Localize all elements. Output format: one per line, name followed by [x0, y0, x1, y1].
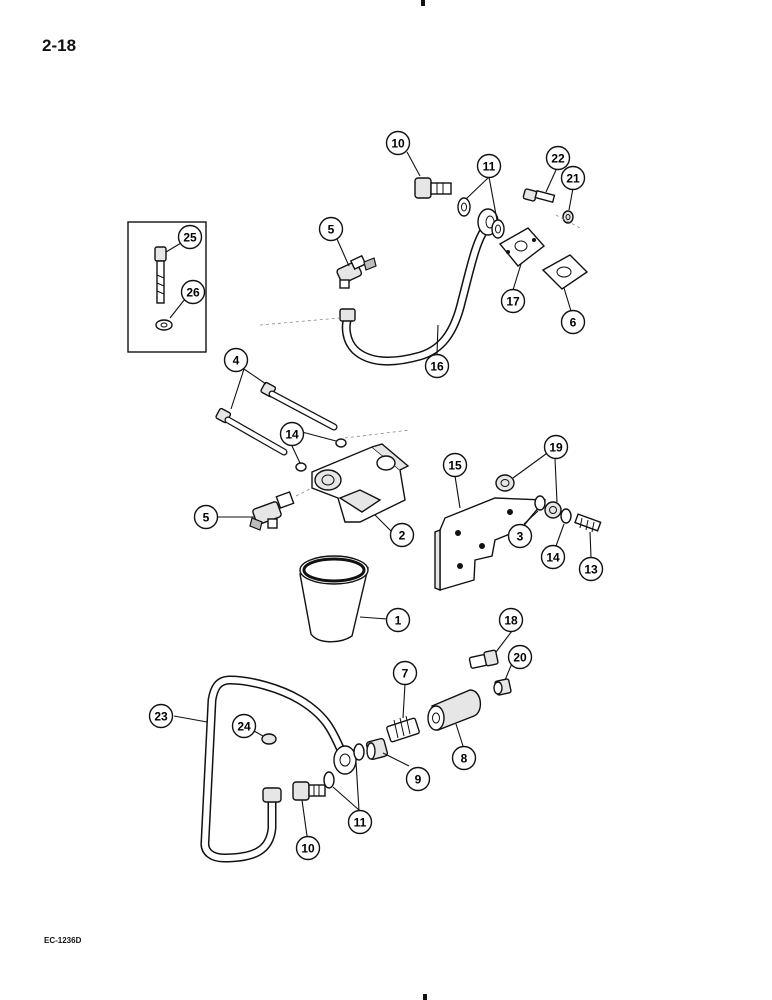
svg-text:8: 8 [461, 752, 468, 766]
svg-text:16: 16 [430, 360, 444, 374]
callout-18: 18 [498, 607, 524, 633]
callout-5-top: 5 [318, 216, 344, 242]
svg-text:20: 20 [513, 651, 527, 665]
filter-head [311, 443, 410, 523]
svg-text:14: 14 [546, 551, 560, 565]
spacers-19 [495, 474, 562, 519]
callout-3: 3 [507, 523, 533, 549]
washer-3 [534, 495, 546, 511]
registration-mark [421, 0, 425, 6]
fitting-9 [365, 737, 389, 761]
filter-canister [299, 555, 369, 643]
svg-text:17: 17 [506, 295, 520, 309]
plug-20 [493, 678, 512, 696]
callout-10-top: 10 [385, 130, 411, 156]
svg-text:26: 26 [186, 286, 200, 300]
stud-13 [574, 513, 602, 533]
callout-21: 21 [560, 165, 586, 191]
split-washer [155, 319, 173, 331]
svg-text:11: 11 [354, 816, 367, 830]
svg-text:15: 15 [448, 459, 462, 473]
svg-text:14: 14 [285, 428, 299, 442]
callout-10-bottom: 10 [295, 835, 321, 861]
sealing-washers-bottom [323, 743, 365, 789]
svg-text:19: 19 [549, 441, 563, 455]
svg-text:6: 6 [570, 316, 577, 330]
callout-14-lower: 14 [540, 544, 566, 570]
callout-16: 16 [424, 353, 450, 379]
callout-24: 24 [231, 713, 257, 739]
callout-2: 2 [389, 522, 415, 548]
svg-text:2: 2 [399, 529, 406, 543]
callout-8: 8 [451, 745, 477, 771]
flange-17 [498, 227, 546, 267]
callout-6: 6 [560, 309, 586, 335]
callout-17: 17 [500, 288, 526, 314]
registration-mark [423, 994, 427, 1000]
nipple-7 [386, 715, 420, 743]
svg-text:13: 13 [584, 563, 598, 577]
coupling-8 [427, 689, 481, 731]
callout-14-upper: 14 [279, 421, 305, 447]
callout-9: 9 [405, 766, 431, 792]
svg-text:23: 23 [154, 710, 168, 724]
oil-pipe-upper [339, 208, 499, 366]
svg-text:4: 4 [233, 354, 240, 368]
callout-20: 20 [507, 644, 533, 670]
page-number: 2-18 [42, 36, 77, 55]
svg-text:10: 10 [301, 842, 315, 856]
svg-text:10: 10 [391, 137, 405, 151]
callout-5-lower: 5 [193, 504, 219, 530]
callout-19: 19 [543, 434, 569, 460]
svg-text:5: 5 [328, 223, 335, 237]
socket-head-bolt [154, 246, 167, 304]
mounting-bracket [434, 497, 547, 592]
valve-18 [468, 649, 499, 669]
callout-26: 26 [180, 279, 206, 305]
oil-pipe-lower [200, 675, 357, 863]
plug-24 [261, 733, 277, 745]
inset-box [127, 221, 207, 353]
svg-text:1: 1 [395, 614, 402, 628]
long-bolts [215, 381, 338, 456]
callout-25: 25 [177, 224, 203, 250]
document-code: EC-1236D [44, 936, 82, 945]
drain-valve-top [336, 254, 377, 289]
leader-lines [165, 151, 592, 837]
callout-7: 7 [392, 660, 418, 686]
callout-23: 23 [148, 703, 174, 729]
svg-text:25: 25 [183, 231, 197, 245]
gasket-6 [541, 254, 589, 290]
callout-15: 15 [442, 452, 468, 478]
nut-21 [562, 210, 574, 224]
sealing-washers-top [457, 197, 505, 239]
callout-11-bottom: 11 [347, 809, 373, 835]
svg-text:21: 21 [566, 172, 580, 186]
washer-14-lower [560, 508, 572, 524]
callout-22: 22 [545, 145, 571, 171]
svg-text:11: 11 [483, 160, 496, 174]
svg-text:22: 22 [551, 152, 565, 166]
svg-text:24: 24 [237, 720, 251, 734]
drain-valve-lower [249, 491, 295, 531]
svg-text:7: 7 [402, 667, 409, 681]
svg-text:3: 3 [517, 530, 524, 544]
callout-11-top: 11 [476, 153, 502, 179]
banjo-bolt-top [414, 177, 452, 199]
svg-text:9: 9 [415, 773, 422, 787]
bolt-22 [522, 188, 556, 204]
svg-text:5: 5 [203, 511, 210, 525]
callout-4: 4 [223, 347, 249, 373]
banjo-bolt-bottom [292, 781, 326, 801]
callout-1: 1 [385, 607, 411, 633]
callout-13: 13 [578, 556, 604, 582]
washers-14-upper [295, 438, 347, 472]
svg-text:18: 18 [504, 614, 518, 628]
